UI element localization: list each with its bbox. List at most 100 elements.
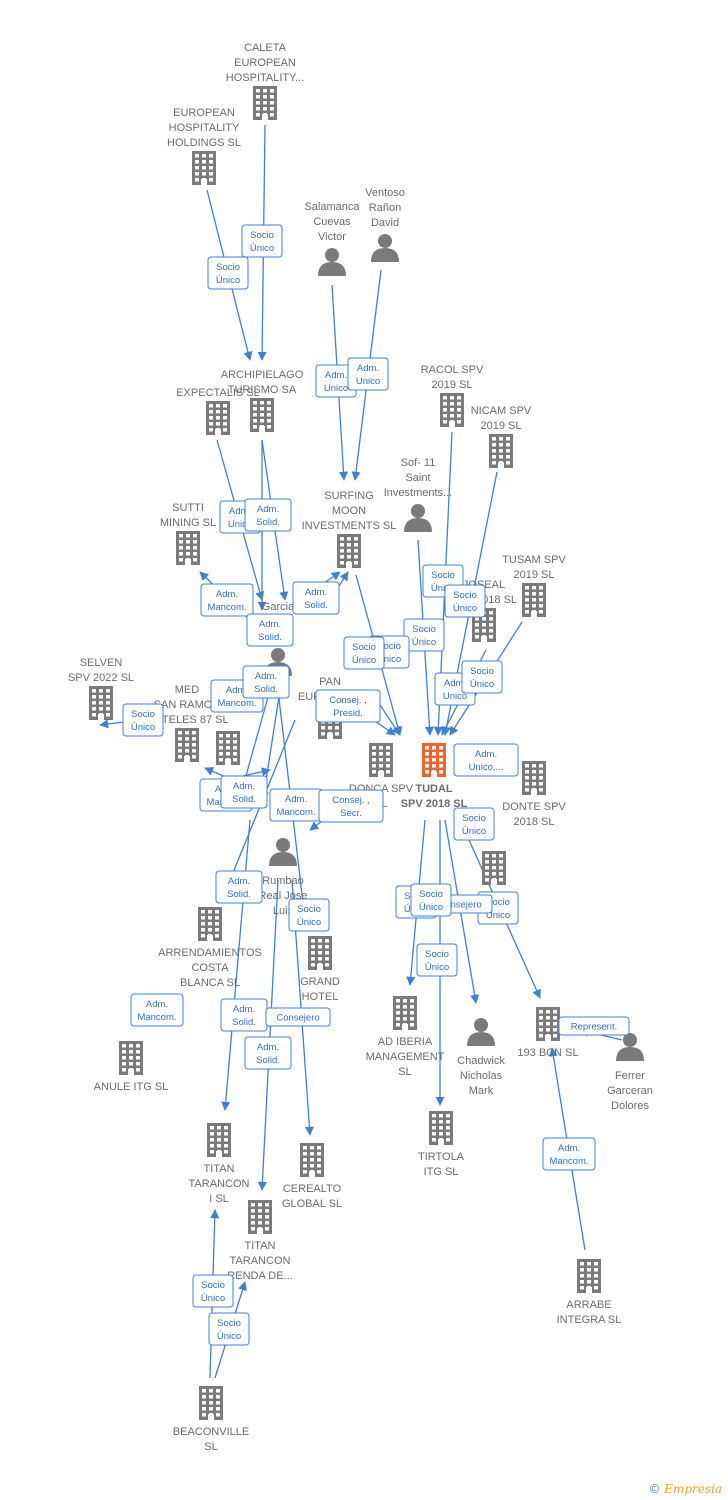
relation-text: Socio [352,642,376,653]
relation-label[interactable]: Adm.Unico [315,364,357,398]
relation-box [122,703,164,737]
node-caleta[interactable]: CALETAEUROPEANHOSPITALITY... [226,42,304,120]
building-icon [176,531,200,565]
relation-label[interactable]: Adm.Unico,... [453,743,519,777]
relation-text: Mancom. [276,807,315,818]
node-expectalis[interactable]: EXPECTALIS SL [176,387,260,435]
relation-label[interactable]: Adm.Solid. [242,665,290,699]
relation-text: Adm. [229,506,251,517]
relation-label[interactable]: Represent. [558,1016,630,1036]
node-label: EUROPEAN [234,57,296,69]
relation-label[interactable]: Adm.Solid. [220,775,268,809]
person-icon [371,234,399,262]
node-selven[interactable]: SELVEN SPV 2022 SL [68,657,134,720]
building-icon [369,743,393,777]
relation-box [403,618,445,652]
relation-label[interactable]: Adm.Solid. [246,613,294,647]
node-label: SPV 2022 SL [68,672,134,684]
relation-label[interactable]: Adm.Solid. [215,870,263,904]
relation-label[interactable]: Adm.Mancom. [200,583,254,617]
node-label: SELVEN [80,657,123,669]
relation-label[interactable]: Adm. Mancom. [269,788,323,822]
node-label: Salamanca [304,201,360,213]
relation-text: Consej. , [332,795,370,806]
relation-label[interactable]: Adm.Solid. [220,998,268,1032]
relation-text: Socio [462,813,486,824]
relation-label[interactable]: Adm.Unico [347,357,389,391]
relation-text: Adm. [285,794,307,805]
node-label: RACOL SPV [421,364,484,376]
building-icon [440,393,464,427]
footer-brand[interactable]: © Empresia [648,1482,722,1496]
relation-text: Socio [377,641,401,652]
node-label: CALETA [244,42,287,54]
relation-label[interactable]: Adm.Solid. [244,498,292,532]
relation-label[interactable]: Adm.Mancom. [130,993,184,1027]
node-label: Sof- 11 [401,457,436,469]
relation-label[interactable]: Adm.Solid. [292,581,340,615]
relation-label[interactable]: Adm.Solid. [244,1036,292,1070]
relation-label[interactable]: Consej. ,Secr. [318,789,384,823]
relation-label[interactable]: Consej. ,Presid. [315,689,381,723]
node-label: Garcia [262,601,295,613]
node-label: TUSAM SPV [502,554,566,566]
node-grandhotel[interactable]: GRANDHOTEL... [300,936,340,1018]
node-hidden1[interactable] [482,851,506,885]
node-label: TITAN [204,1163,235,1175]
relation-label[interactable]: Consejero [265,1007,331,1027]
relation-text: Socio [217,1318,241,1329]
building-icon [429,1111,453,1145]
node-sof[interactable]: Sof- 11SaintInvestments... [384,457,452,532]
node-label: Ventoso [365,187,405,199]
relation-text: Socio [453,590,477,601]
node-medsan2[interactable] [216,731,240,765]
relation-text: Solid. [304,600,328,611]
relation-box [292,581,340,615]
relation-box [347,357,389,391]
node-bcn193[interactable]: 193 BCN SL [517,1007,579,1059]
relation-text: Unico [228,519,252,530]
node-label: GRAND [300,976,340,988]
relation-label[interactable]: Adm.Mancom. [542,1137,596,1171]
relation-text: Adm. [558,1143,580,1154]
relation-text: Socio [470,666,494,677]
node-anule[interactable]: ANULE ITG SL [94,1041,169,1093]
relation-text: Adm. [444,678,466,689]
node-donca[interactable]: DONCA SPVSL [349,743,414,810]
